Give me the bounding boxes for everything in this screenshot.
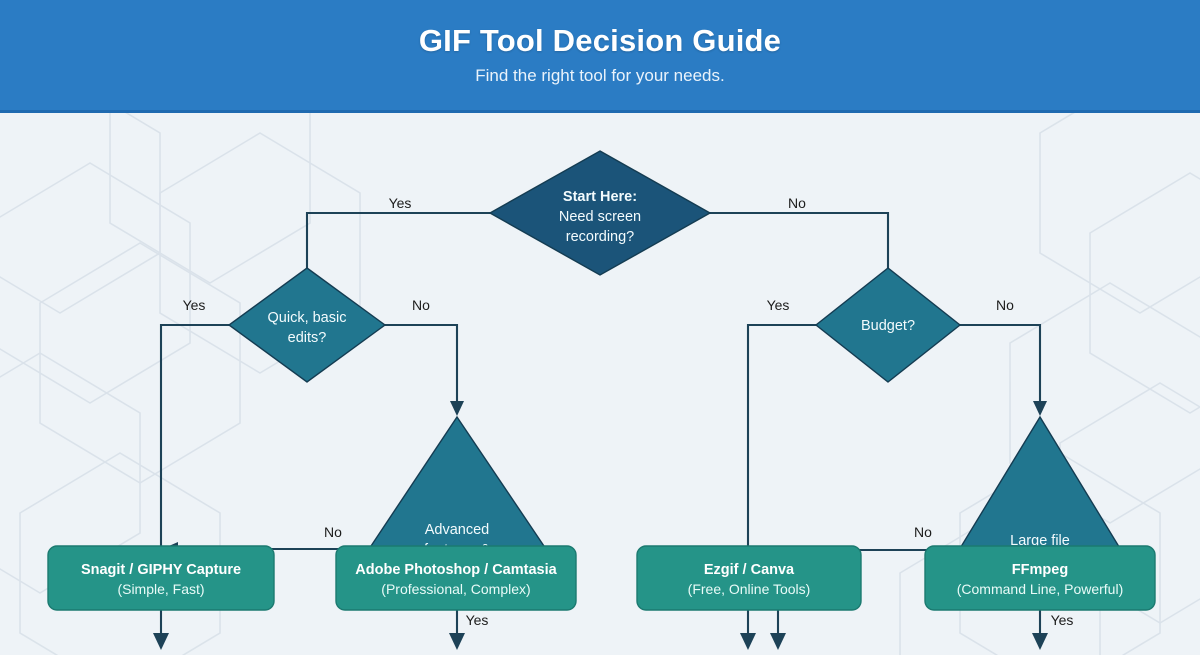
node-result-photoshop-box[interactable]: [335, 545, 577, 611]
flow-edges: [153, 211, 1048, 650]
node-budget-label: Budget?: [861, 318, 915, 334]
node-result-ffmpeg-box[interactable]: [924, 545, 1156, 611]
node-large-file-sizes-line1: Large file: [1010, 533, 1070, 549]
edge-label-advanced-no: No: [324, 524, 342, 540]
node-quick-basic-edits-diamond[interactable]: [227, 267, 387, 383]
page-header: GIF Tool Decision Guide Find the right t…: [0, 0, 1200, 113]
node-quick-basic-edits-line1: Quick, basic: [268, 310, 347, 326]
edge-label-quick-no: No: [412, 297, 430, 313]
flowchart-canvas: Yes No Yes No No Yes Yes No No Yes Start…: [0, 113, 1200, 655]
edge-advanced-yes-arrowhead: [449, 633, 465, 650]
edge-quick-yes-arrowhead: [153, 633, 169, 650]
edge-budget-yes-arrowhead: [740, 633, 756, 650]
edge-budget-yes-ezgif: [746, 323, 818, 636]
node-result-snagit[interactable]: Snagit / GIPHY Capture (Simple, Fast): [47, 545, 275, 611]
node-result-snagit-subtitle: (Simple, Fast): [117, 581, 204, 597]
edge-label-budget-no: No: [996, 297, 1014, 313]
edge-label-large-no: No: [914, 524, 932, 540]
node-result-ezgif-subtitle: (Free, Online Tools): [688, 581, 811, 597]
node-result-snagit-box[interactable]: [47, 545, 275, 611]
edge-label-start-yes: Yes: [389, 195, 412, 211]
page-subtitle: Find the right tool for your needs.: [475, 66, 725, 86]
node-start-here-line1: Start Here:: [563, 189, 637, 205]
node-result-snagit-title: Snagit / GIPHY Capture: [81, 562, 241, 578]
edge-quick-no-arrowhead: [450, 401, 464, 416]
edge-label-budget-yes: Yes: [767, 297, 790, 313]
node-result-ezgif-box[interactable]: [636, 545, 862, 611]
node-result-photoshop-subtitle: (Professional, Complex): [381, 581, 530, 597]
edge-start-yes-quick: [305, 211, 495, 296]
node-quick-basic-edits[interactable]: Quick, basic edits?: [227, 267, 387, 383]
node-start-here-diamond[interactable]: [488, 150, 712, 276]
node-budget[interactable]: Budget?: [814, 267, 962, 383]
node-result-ffmpeg[interactable]: FFmpeg (Command Line, Powerful): [924, 545, 1156, 611]
edge-start-no-budget: [705, 211, 890, 296]
node-quick-basic-edits-line2: edits?: [288, 330, 327, 346]
node-budget-diamond[interactable]: [814, 267, 962, 383]
edge-quick-no-advanced: [383, 323, 459, 403]
node-advanced-features-line1: Advanced: [425, 522, 490, 538]
node-result-photoshop-title: Adobe Photoshop / Camtasia: [355, 562, 557, 578]
edge-label-large-yes: Yes: [1051, 612, 1074, 628]
edge-large-no-arrowhead: [770, 633, 786, 650]
node-result-ffmpeg-subtitle: (Command Line, Powerful): [957, 581, 1124, 597]
node-start-here[interactable]: Start Here: Need screen recording?: [488, 150, 712, 276]
flowchart-graph: Yes No Yes No No Yes Yes No No Yes Start…: [47, 150, 1156, 650]
flow-edge-labels: Yes No Yes No No Yes Yes No No Yes: [183, 195, 1074, 628]
edge-budget-no-arrowhead: [1033, 401, 1047, 416]
edge-label-quick-yes: Yes: [183, 297, 206, 313]
edge-budget-no-large: [958, 323, 1042, 403]
node-start-here-line2: Need screen: [559, 209, 641, 225]
edge-quick-yes-snagit: [159, 323, 232, 545]
node-result-ezgif[interactable]: Ezgif / Canva (Free, Online Tools): [636, 545, 862, 611]
node-result-ffmpeg-title: FFmpeg: [1012, 562, 1068, 578]
page-title: GIF Tool Decision Guide: [418, 23, 782, 59]
node-result-photoshop[interactable]: Adobe Photoshop / Camtasia (Professional…: [335, 545, 577, 611]
edge-label-advanced-yes: Yes: [466, 612, 489, 628]
node-result-ezgif-title: Ezgif / Canva: [704, 562, 795, 578]
edge-large-yes-arrowhead: [1032, 633, 1048, 650]
edge-label-start-no: No: [788, 195, 806, 211]
node-start-here-line3: recording?: [566, 229, 635, 245]
